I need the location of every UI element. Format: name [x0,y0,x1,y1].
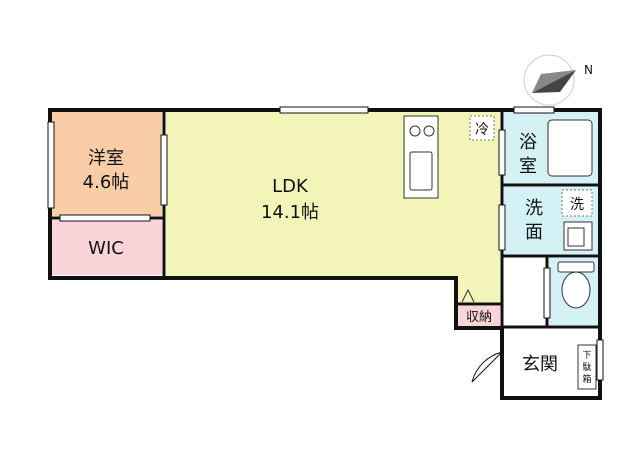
window-bath [513,106,555,114]
compass-arrow-shade [532,70,576,93]
ldk-name: LDK [272,176,309,197]
compass-north-label: N [584,63,593,77]
sliding-door-western-room [160,134,168,206]
shoe-box-label-3: 箱 [582,373,591,385]
stove-burner-icon [409,125,421,137]
fridge-label: 冷 [475,122,489,138]
wash-basin-icon [563,221,593,251]
bathtub-icon [547,119,593,177]
western-room-size: 4.6帖 [83,172,130,193]
shoe-box-label-1: 下 [582,351,591,361]
bath-name-1: 浴 [519,132,537,153]
washroom-name-2: 面 [525,222,543,243]
entrance-name: 玄関 [522,354,558,375]
kitchen-counter [403,115,439,199]
sliding-door-wic [59,214,151,222]
washer-label: 洗 [570,197,584,213]
western-room-name: 洋室 [88,148,124,169]
storage-door-icon [461,288,475,303]
wic-name: WIC [88,238,124,259]
storage-area [458,306,500,326]
compass: N [523,54,593,106]
door-washroom [498,204,506,251]
door-toilet [543,267,551,319]
window-north [279,106,369,114]
ldk-size: 14.1帖 [261,202,319,223]
ldk-area [166,112,500,303]
entrance-door-icon [471,351,503,383]
window-entrance [596,339,604,381]
stove-burner-icon [423,125,435,137]
shoe-box-label-2: 駄 [582,361,591,373]
bath-name-2: 室 [519,156,537,177]
windows [47,106,604,381]
door-bath [498,129,506,176]
western-room-area [52,112,162,216]
doors [59,129,551,319]
window-west [47,121,55,209]
fridge-space: 冷 [469,115,495,141]
washer-space: 洗 [561,189,593,217]
storage-name: 収納 [466,310,492,325]
washroom-name-1: 洗 [525,198,543,219]
sink-icon [409,151,433,191]
wic-area [52,220,162,275]
toilet-icon [557,261,595,309]
shoe-box: 下 駄 箱 [577,344,597,390]
